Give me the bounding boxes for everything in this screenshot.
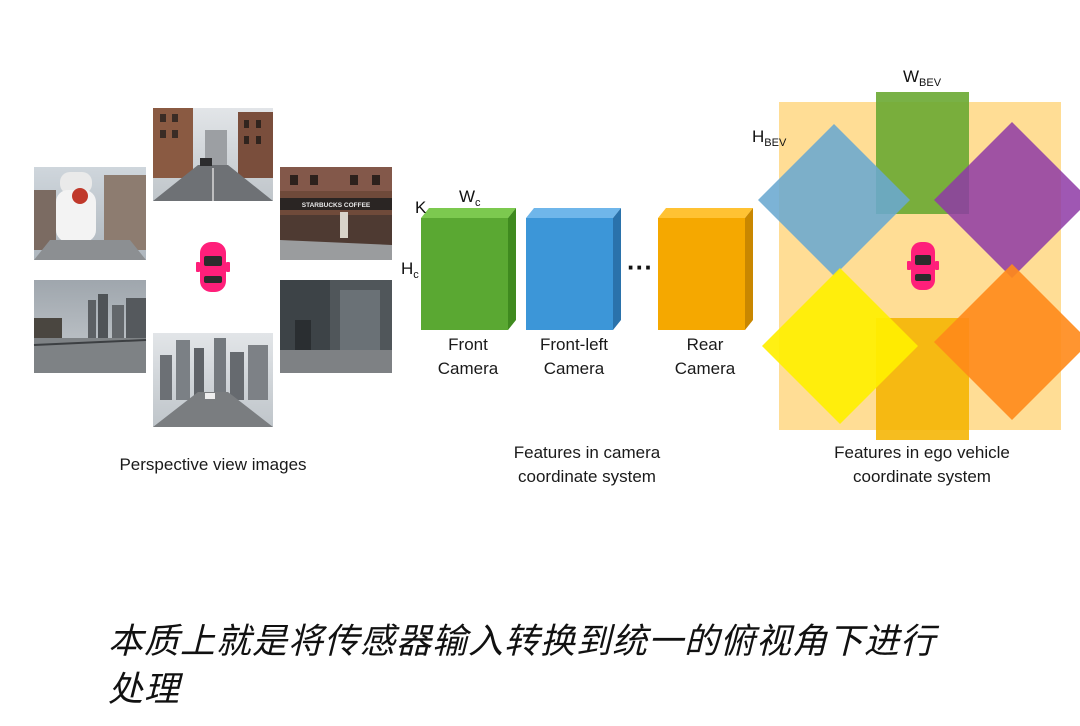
dim-hc-label: Hc	[401, 259, 419, 281]
photo-front-left	[34, 167, 146, 260]
bev-front-left	[758, 124, 910, 276]
photo-front-right: STARBUCKS COFFEE	[280, 167, 392, 260]
photo-front	[153, 108, 273, 201]
photo-back	[153, 333, 273, 427]
car-icon	[196, 242, 230, 292]
perspective-caption: Perspective view images	[119, 455, 307, 474]
photo-back-right	[280, 280, 392, 373]
rear-camera-feature-cube	[658, 208, 753, 330]
photo-back-left	[33, 280, 147, 373]
bev-feature-grid	[758, 92, 1080, 440]
ellipsis: ···	[627, 252, 653, 282]
front-left-camera-feature-cube	[526, 208, 621, 330]
ego-car-icon	[907, 242, 939, 290]
dim-wc-label: Wc	[459, 187, 481, 209]
front-camera-feature-cube	[421, 208, 516, 330]
dim-wbev-label: WBEV	[903, 67, 942, 89]
bev-rear-right	[934, 264, 1080, 420]
dim-k-label: K	[415, 198, 427, 217]
bottom-caption: 本质上就是将传感器输入转换到统一的俯视角下进行处理	[108, 622, 937, 710]
bev-front-right	[934, 122, 1080, 278]
dim-hbev-label: HBEV	[752, 127, 787, 149]
bev-rear-left	[762, 268, 918, 424]
starbucks-sign: STARBUCKS COFFEE	[302, 202, 371, 209]
